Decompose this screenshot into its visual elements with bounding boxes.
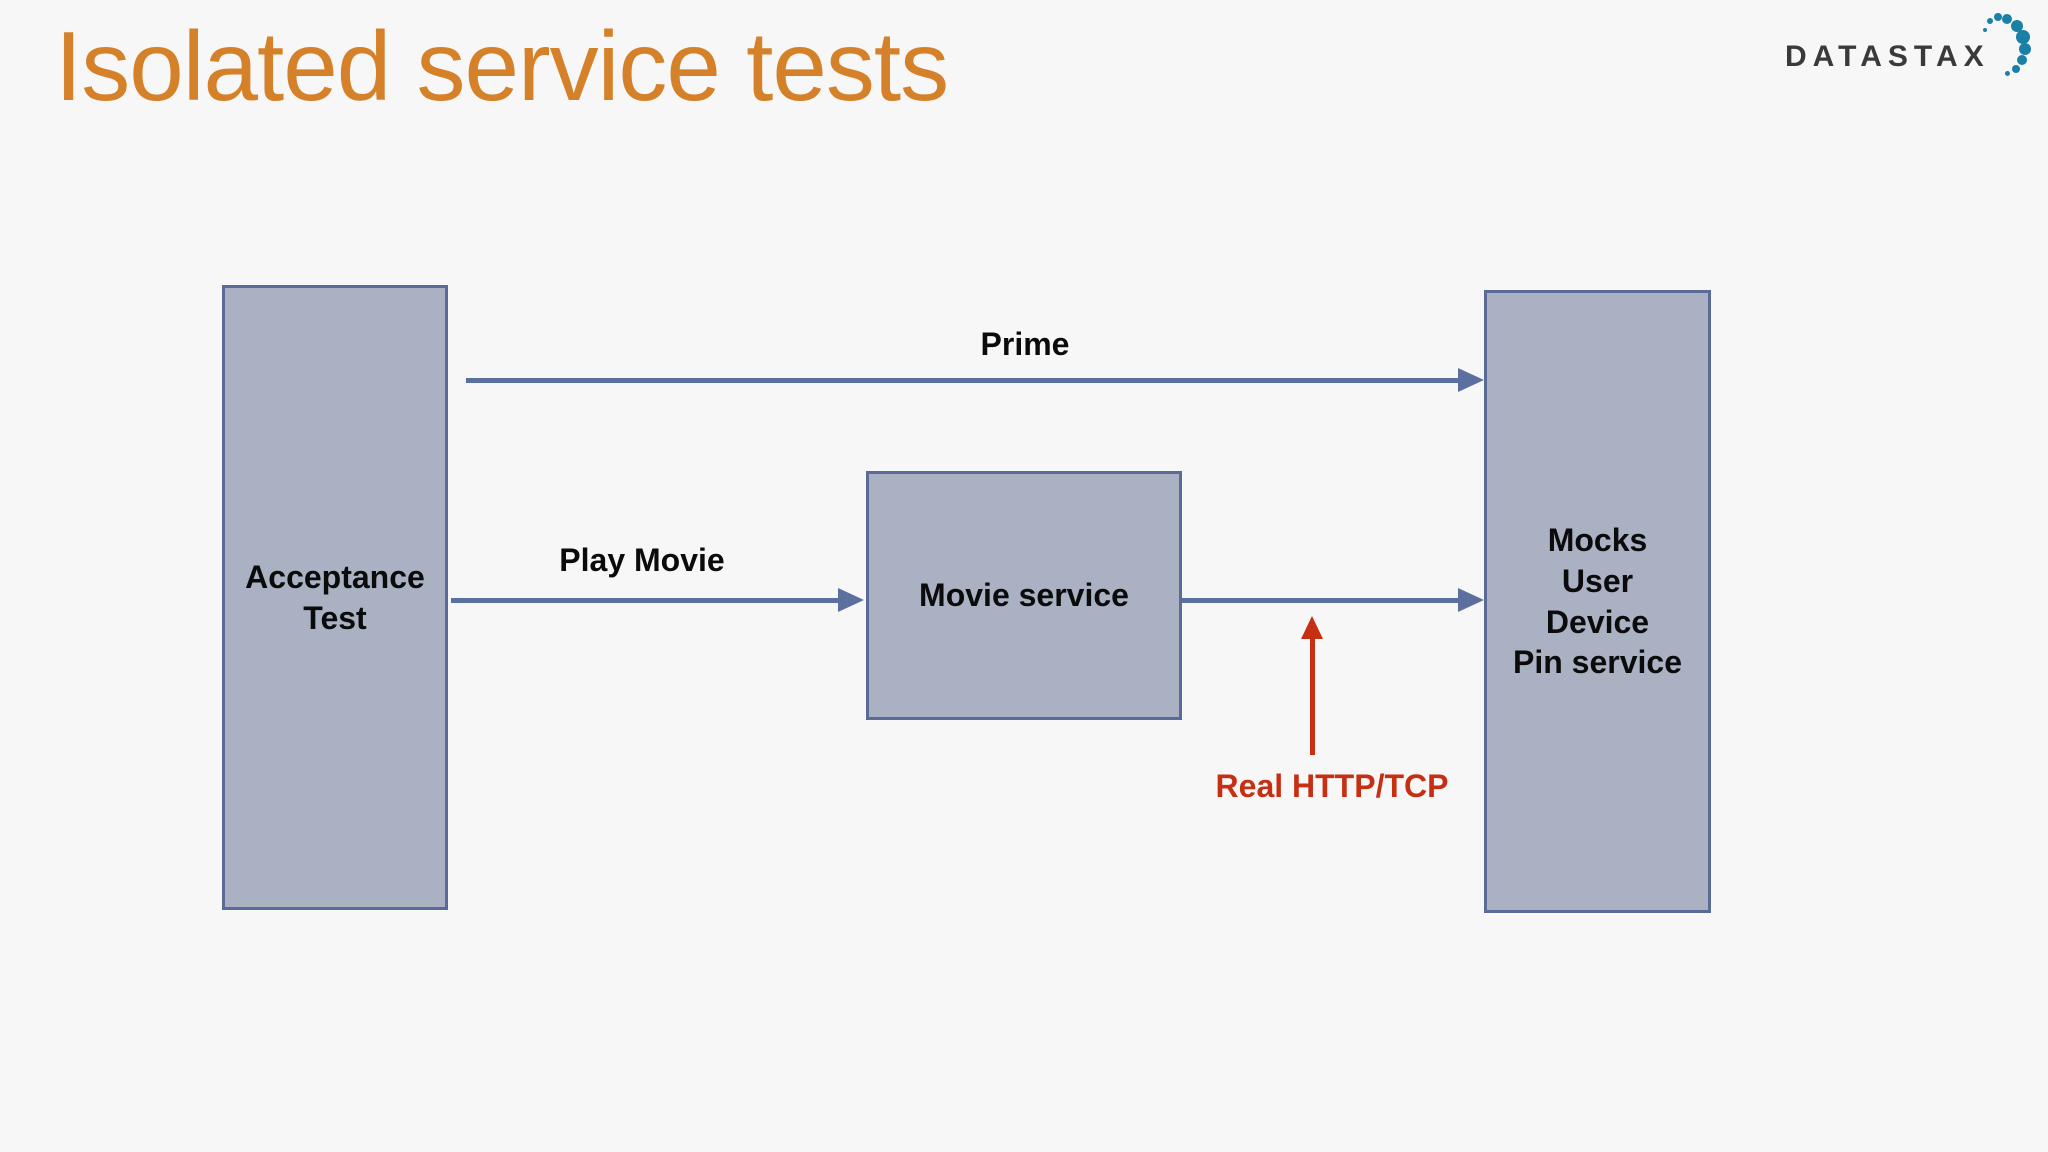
- logo-dot: [2016, 30, 2030, 44]
- prime-arrow-line: [466, 378, 1458, 383]
- box-label-line: Pin service: [1513, 644, 1682, 681]
- box-label-line: Mocks: [1547, 521, 1648, 558]
- logo-dot: [1987, 18, 1993, 24]
- datastax-logo: DATASTAX: [1780, 0, 2048, 100]
- mocks-services-box: Mocks User Device Pin service: [1484, 290, 1711, 913]
- real-http-arrowhead-icon: [1301, 616, 1323, 639]
- logo-dot: [2002, 14, 2012, 24]
- play-movie-arrow-line: [451, 598, 838, 603]
- datastax-dot-swirl-icon: [1975, 8, 2045, 98]
- movie-service-box: Movie service: [866, 471, 1182, 720]
- acceptance-test-box: Acceptance Test: [222, 285, 448, 910]
- logo-dot: [2005, 71, 2010, 76]
- movie-to-mocks-arrowhead-icon: [1458, 588, 1484, 612]
- logo-dot: [1994, 13, 2002, 21]
- box-label-line: Test: [303, 599, 367, 636]
- box-label-line: Acceptance: [245, 558, 425, 595]
- box-label-line: Device: [1545, 603, 1650, 640]
- datastax-logo-text: DATASTAX: [1785, 40, 1990, 73]
- page-title: Isolated service tests: [55, 11, 949, 121]
- play-movie-arrowhead-icon: [838, 588, 864, 612]
- box-label-line: Movie service: [919, 577, 1129, 614]
- movie-to-mocks-arrow-line: [1182, 598, 1458, 603]
- play-movie-arrow-label: Play Movie: [559, 542, 725, 578]
- logo-dot: [2011, 20, 2023, 32]
- prime-arrowhead-icon: [1458, 368, 1484, 392]
- box-label-line: User: [1561, 562, 1634, 599]
- prime-arrow-label: Prime: [980, 326, 1070, 362]
- logo-dot: [1983, 28, 1987, 32]
- logo-dot: [2017, 55, 2027, 65]
- real-http-label: Real HTTP/TCP: [1215, 768, 1449, 804]
- logo-dot: [2012, 65, 2020, 73]
- logo-dot: [2019, 43, 2031, 55]
- real-http-arrow-line: [1310, 638, 1315, 755]
